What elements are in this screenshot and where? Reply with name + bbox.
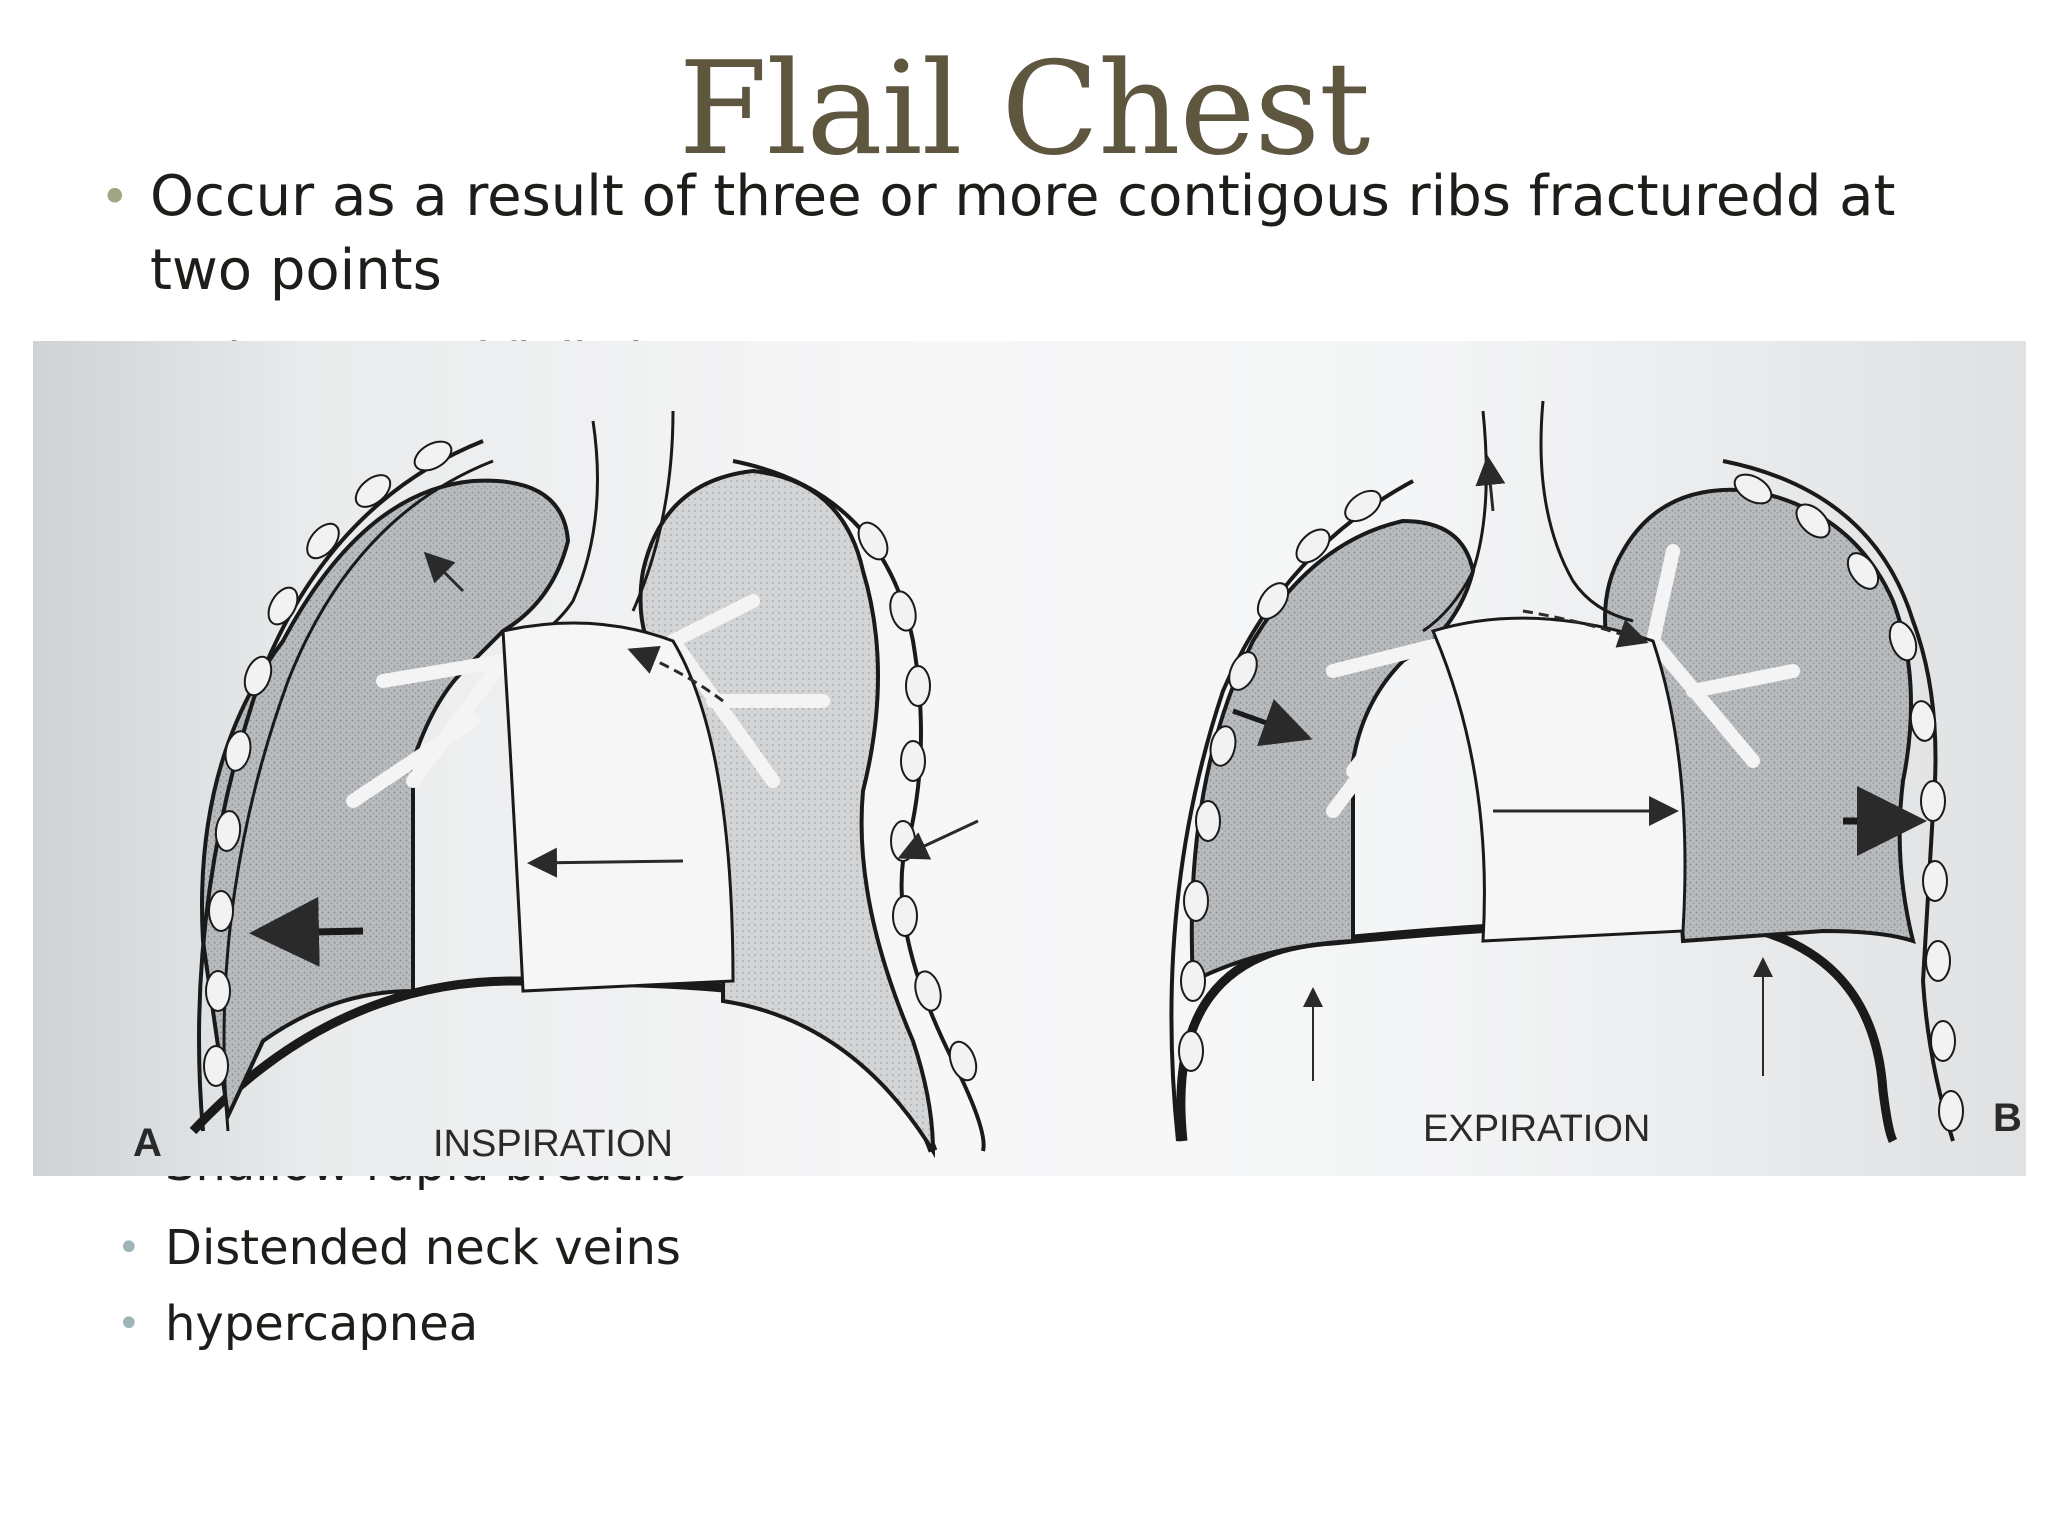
- bullet-text: Occur as a result of three or more conti…: [150, 164, 1896, 303]
- panel-a-inspiration: A INSPIRATION: [133, 410, 986, 1165]
- panel-b-expiration: EXPIRATION B: [1169, 400, 2022, 1150]
- panel-b-caption: EXPIRATION: [1423, 1108, 1650, 1150]
- sub-bullet-dot-icon: •: [117, 1301, 141, 1347]
- sub-bullet-text: hypercapnea: [165, 1296, 479, 1352]
- sub-bullet-text: Distended neck veins: [165, 1220, 681, 1276]
- flail-chest-illustration: A INSPIRATION: [133, 400, 2022, 1165]
- panel-a-caption: INSPIRATION: [433, 1123, 673, 1165]
- sub-bullet-dot-icon: •: [117, 1225, 141, 1271]
- flail-chest-figure: A INSPIRATION: [33, 341, 2026, 1176]
- bullet-dot-icon: •: [100, 168, 130, 226]
- panel-a-letter: A: [133, 1121, 162, 1165]
- panel-b-letter: B: [1993, 1096, 2022, 1140]
- sub-bullet-item: • Distended neck veins: [117, 1218, 681, 1278]
- bullet-item: • Occur as a result of three or more con…: [100, 160, 1960, 308]
- sub-bullet-item: • hypercapnea: [117, 1294, 479, 1354]
- slide-title: Flail Chest: [678, 35, 1371, 184]
- bullet-list: • Occur as a result of three or more con…: [100, 160, 1960, 308]
